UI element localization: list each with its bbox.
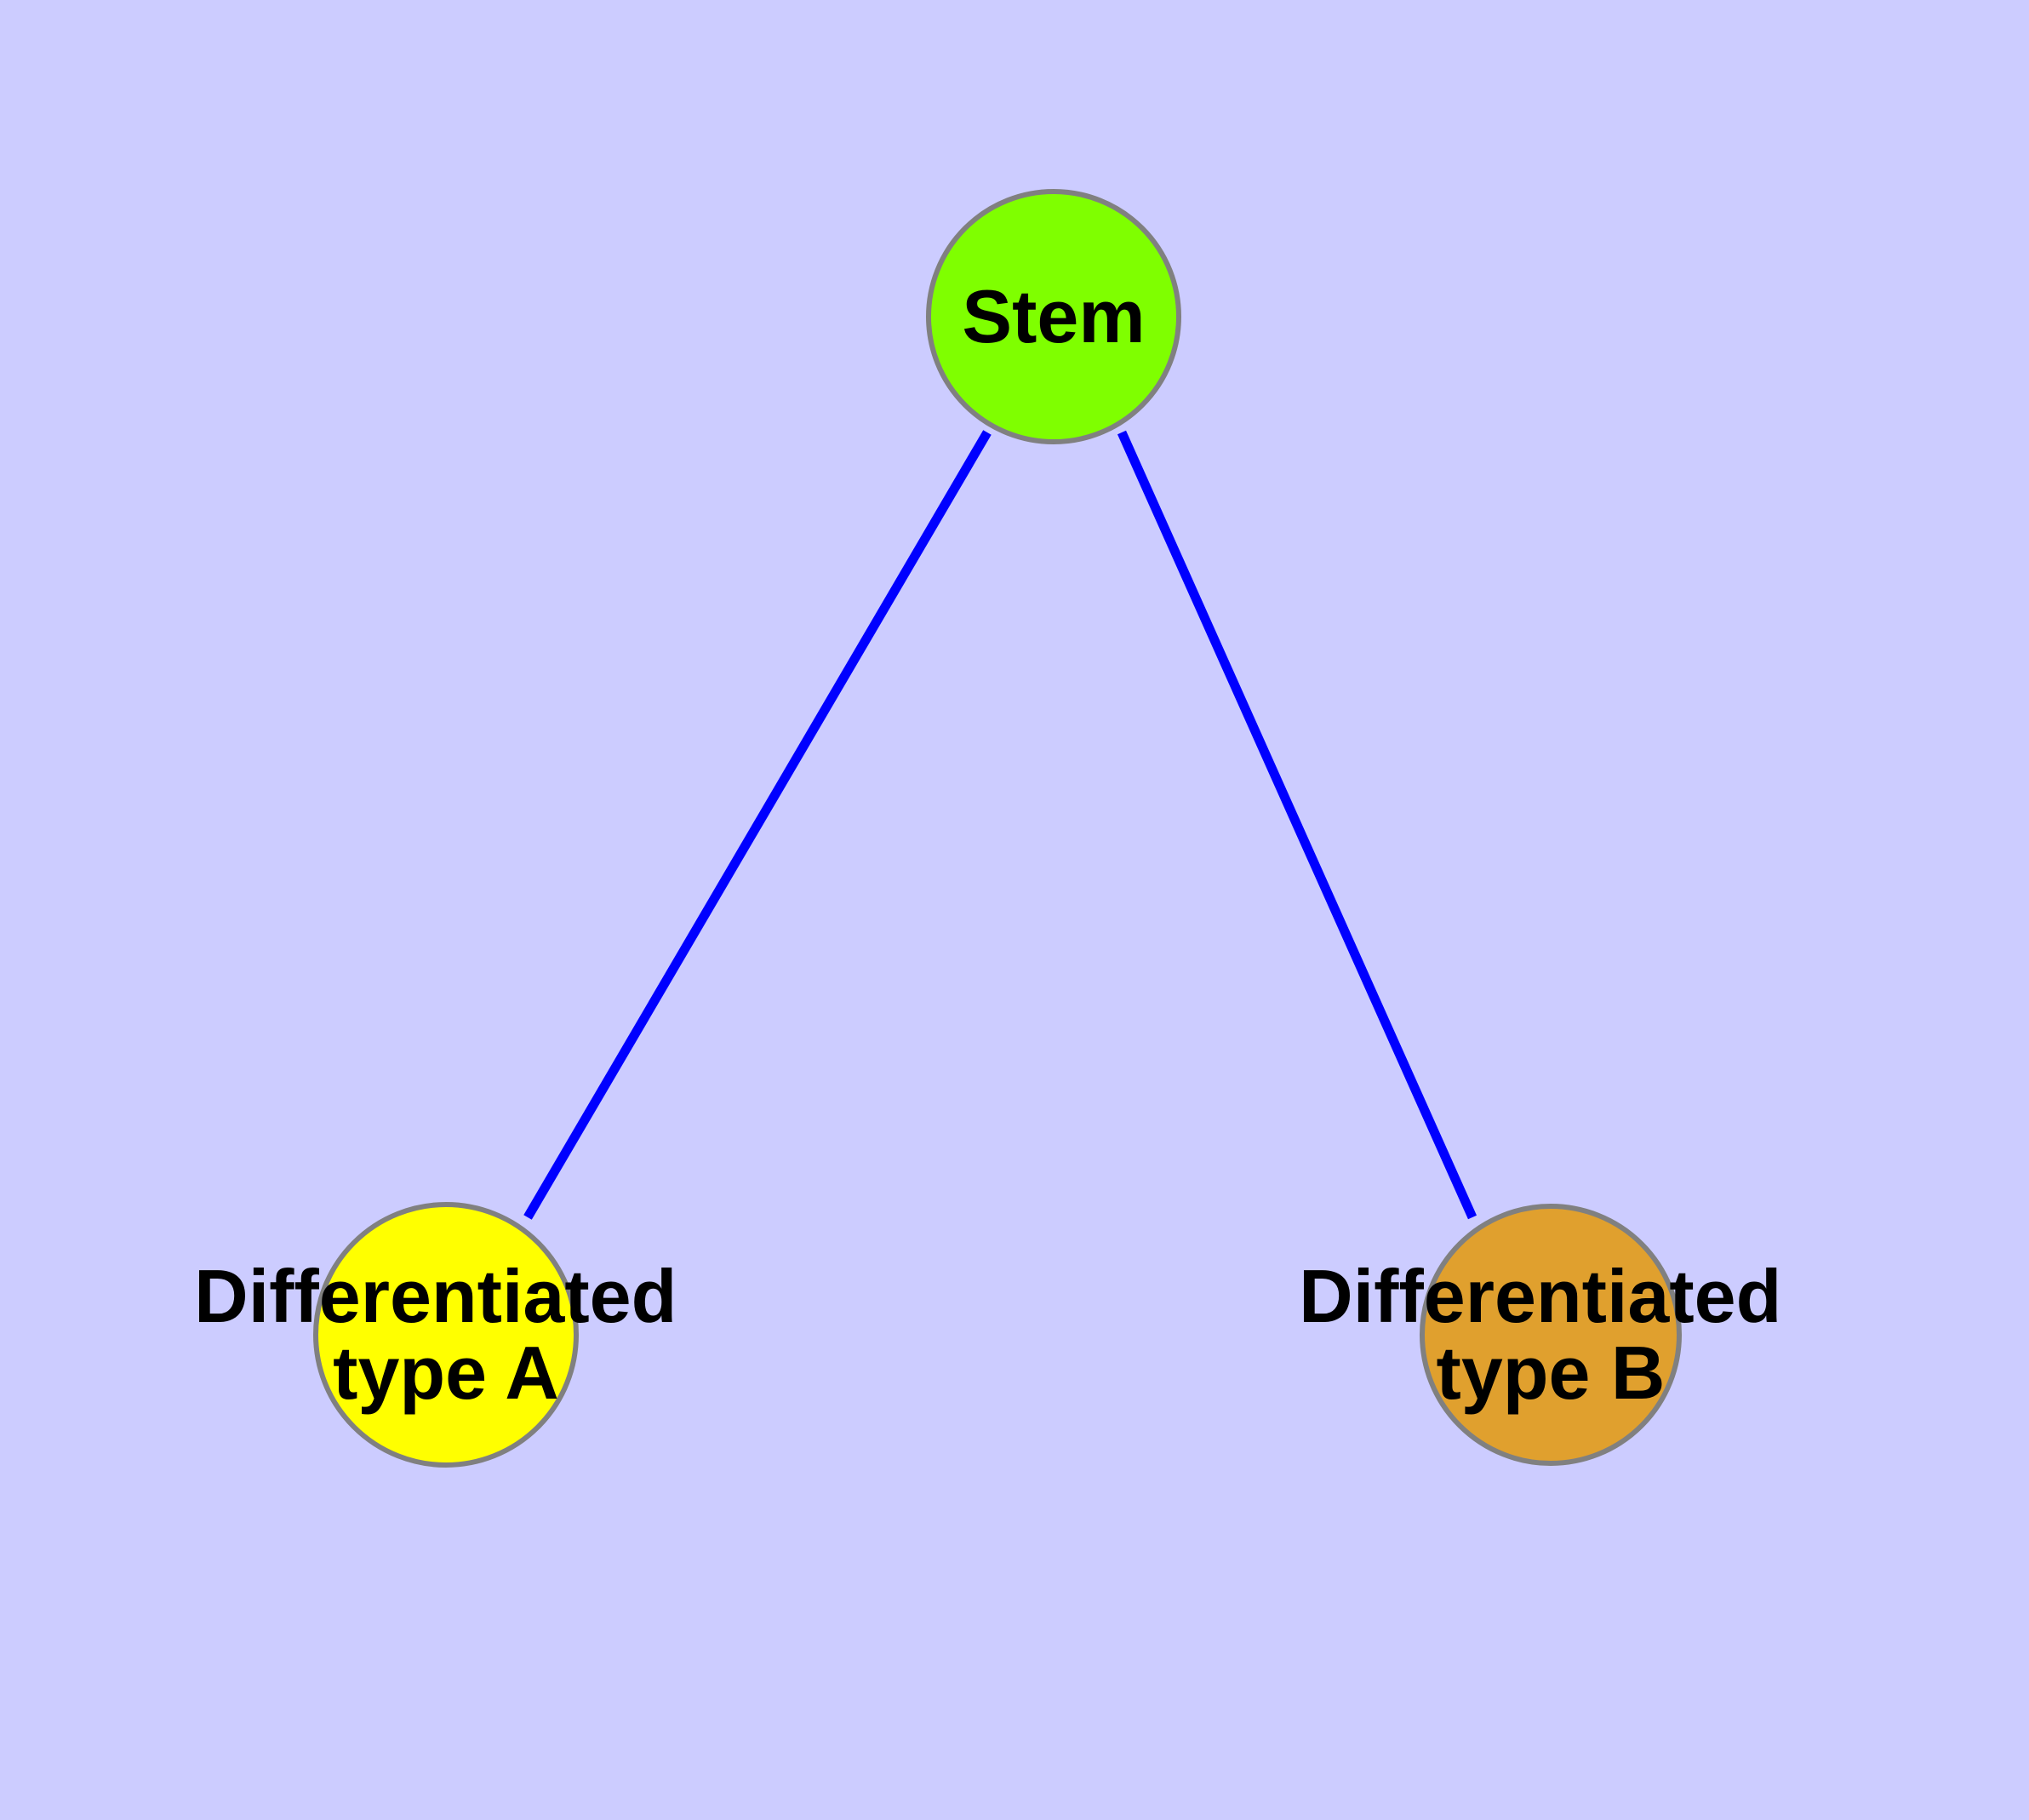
node-differentiated-type-b[interactable] <box>1420 1204 1682 1466</box>
node-stem-label: Stem <box>962 274 1145 358</box>
node-differentiated-type-a-label-line-2: type A <box>333 1331 559 1415</box>
node-differentiated-type-a-label: Differentiated type A <box>194 1254 698 1415</box>
node-stem[interactable] <box>926 189 1181 444</box>
node-differentiated-type-b-label: Differentiated type B <box>1299 1254 1803 1415</box>
node-differentiated-type-b-circle[interactable] <box>1420 1204 1682 1466</box>
edges-group <box>523 430 1477 1220</box>
node-differentiated-type-a-circle[interactable] <box>313 1202 579 1468</box>
nodes-group <box>313 189 1682 1468</box>
node-differentiated-type-a-label-line-1: Differentiated <box>194 1254 677 1338</box>
node-differentiated-type-a[interactable] <box>313 1202 579 1468</box>
labels-group: Stem Differentiated type A Differentiate… <box>194 274 1803 1415</box>
node-stem-label-line-1: Stem <box>962 274 1145 358</box>
node-stem-circle[interactable] <box>926 189 1181 444</box>
node-differentiated-type-b-label-line-2: type B <box>1437 1331 1666 1415</box>
edge-stem-to-differentiated-type-b[interactable] <box>1117 430 1477 1220</box>
edge-stem-to-differentiated-type-a[interactable] <box>523 430 992 1220</box>
node-differentiated-type-b-label-line-1: Differentiated <box>1299 1254 1781 1338</box>
